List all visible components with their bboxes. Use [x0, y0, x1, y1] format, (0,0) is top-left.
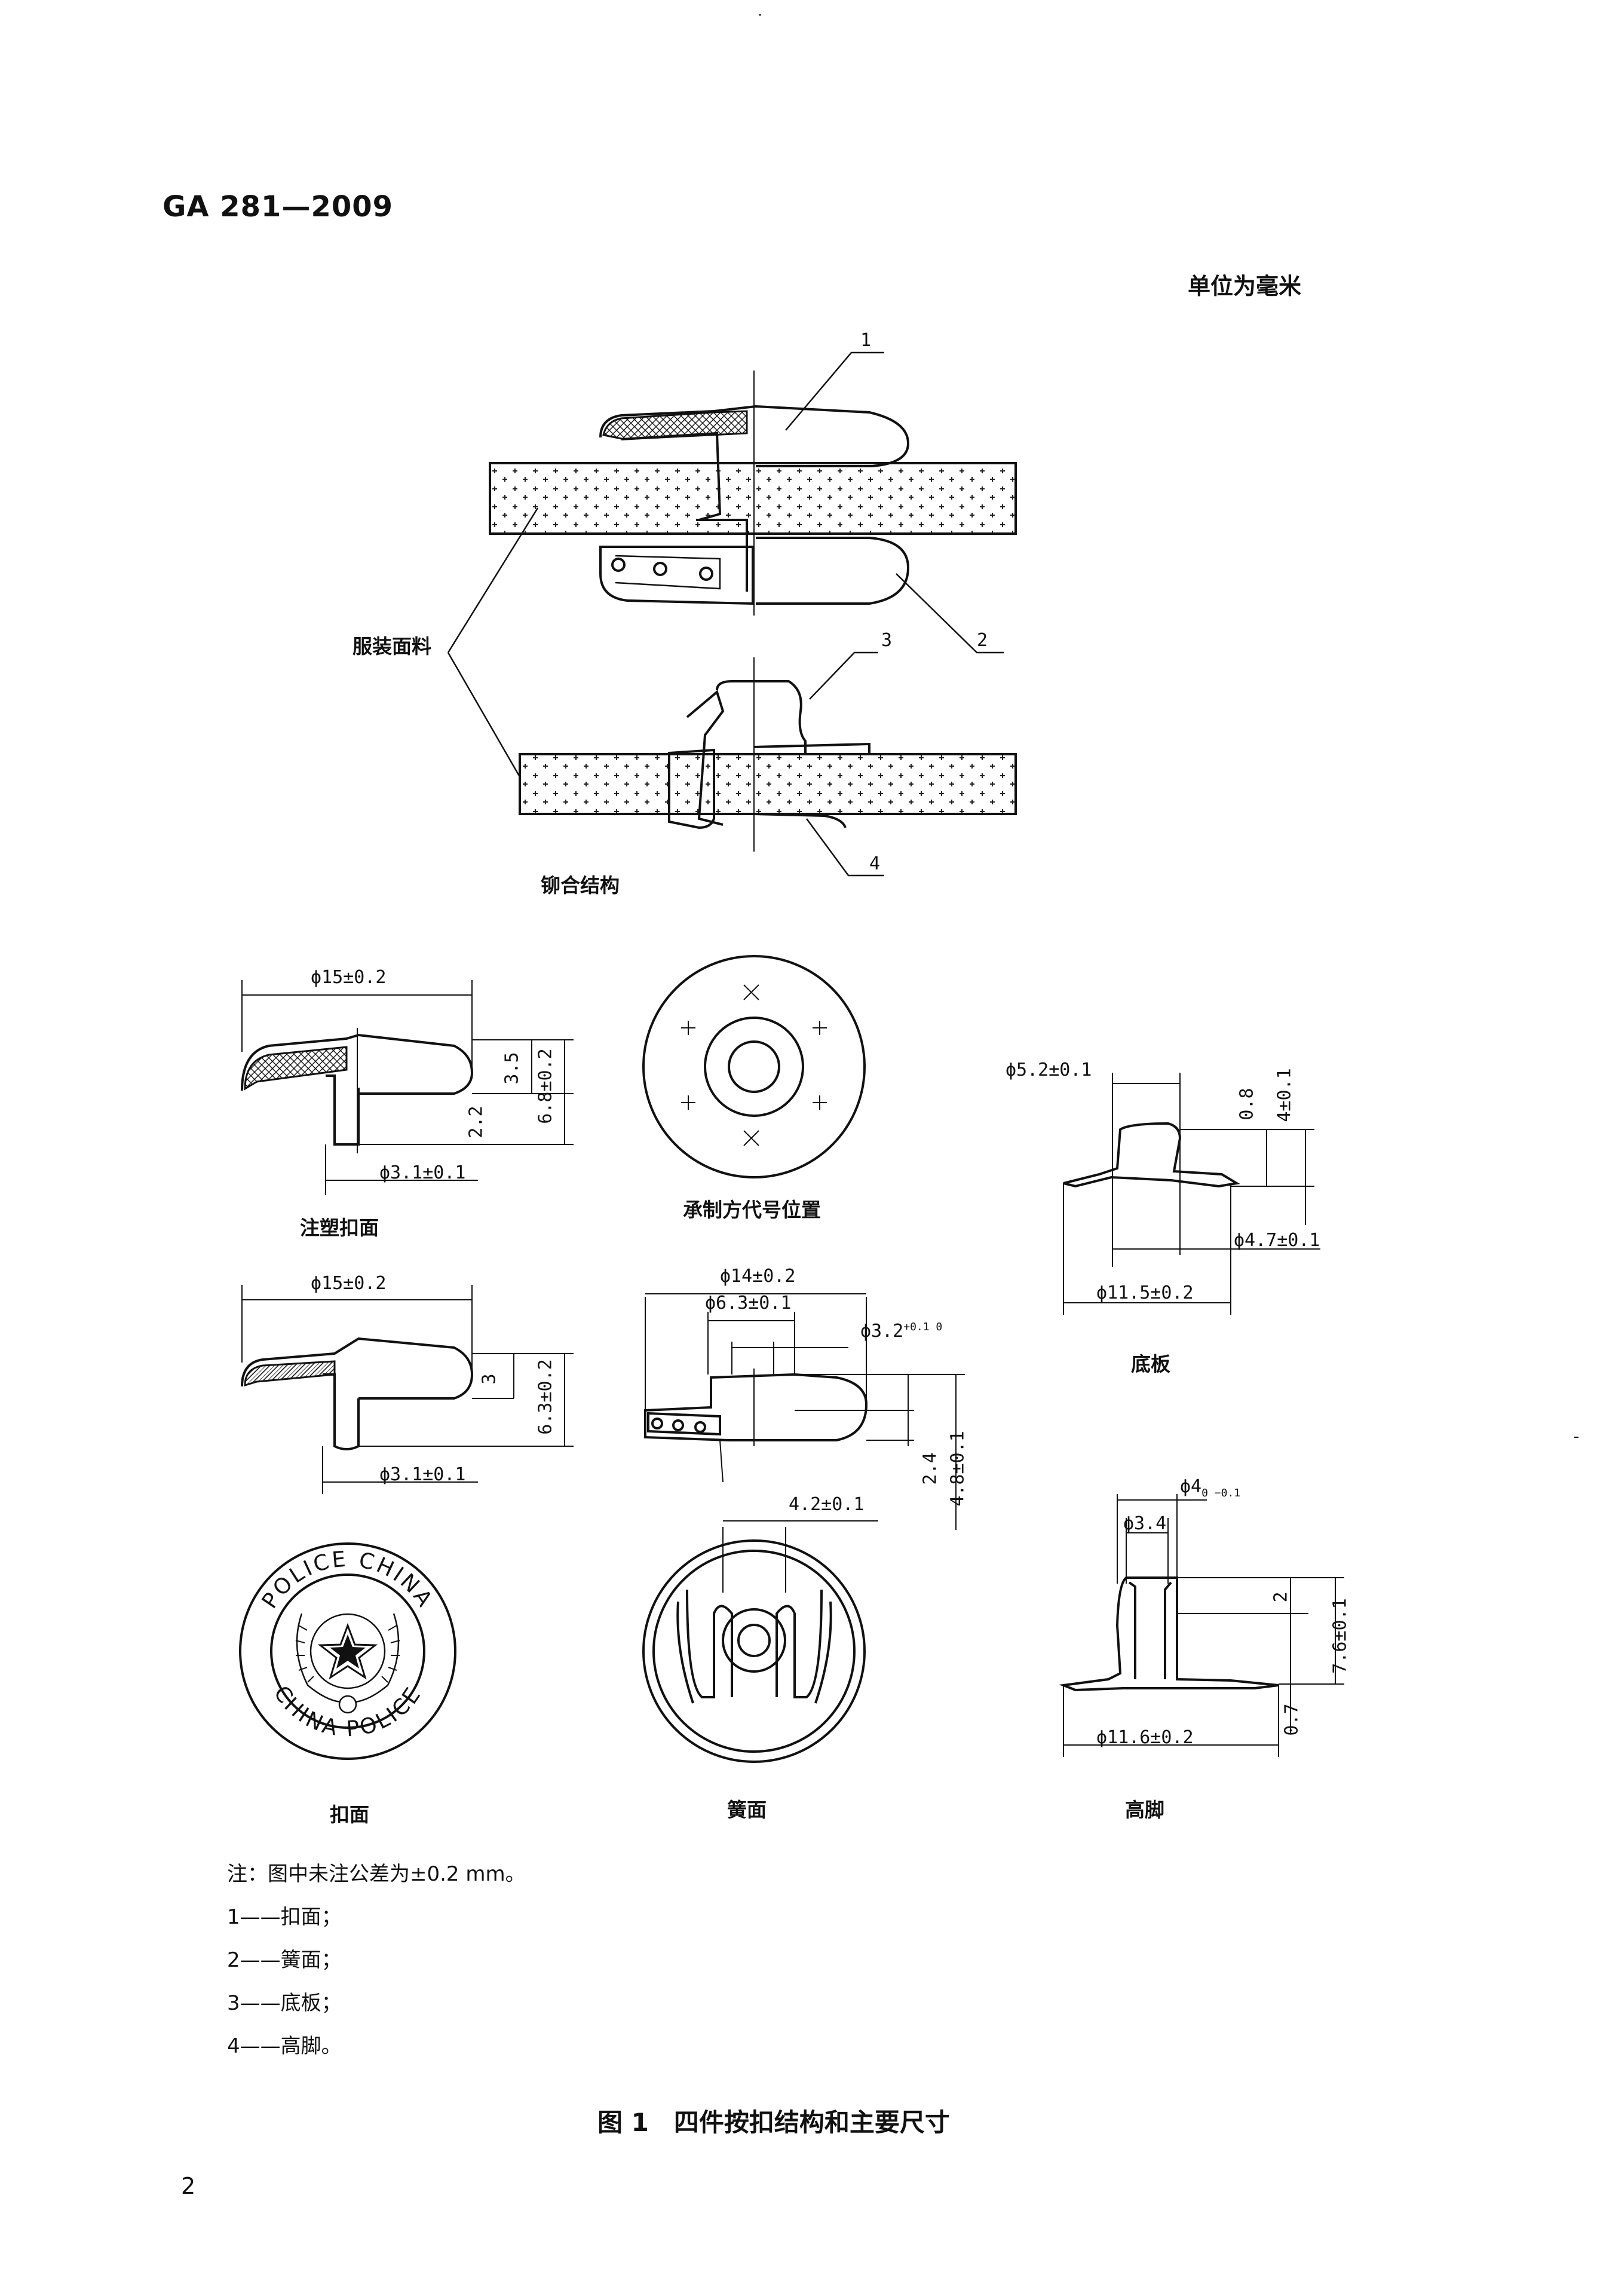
- dim-base-h2: 4±0.1: [1274, 1068, 1295, 1122]
- dim-base-top: ϕ5.2±0.1: [1006, 1060, 1092, 1080]
- dim-post-diameter: ϕ11.6±0.2: [1096, 1727, 1194, 1748]
- legend-item-3: 3——底板；: [227, 1991, 342, 2015]
- dim-spring-total: 4.8±0.1: [947, 1431, 968, 1507]
- dim-metal-post: ϕ3.1±0.1: [379, 1464, 466, 1485]
- ring-text-bottom: CHINA POLICE: [269, 1682, 427, 1742]
- dim-molded-post: ϕ3.1±0.1: [379, 1162, 466, 1183]
- dim-spring-diameter: ϕ14±0.2: [720, 1266, 796, 1287]
- molded-cap-caption: 注塑扣面: [300, 1216, 379, 1239]
- metal-cap-drawing: [241, 1285, 574, 1494]
- callout-2: 2: [977, 630, 988, 651]
- standard-code: GA 281—2009: [163, 190, 394, 224]
- dim-molded-diameter: ϕ15±0.2: [311, 967, 387, 988]
- dim-spring-inner: ϕ6.3±0.1: [705, 1293, 792, 1314]
- dim-post-top-tolerance: 0 −0.1: [1201, 1487, 1241, 1499]
- dim-base-mid: ϕ4.7±0.1: [1234, 1230, 1320, 1251]
- marking-caption: 承制方代号位置: [683, 1198, 821, 1222]
- dim-post-h1: 2: [1270, 1591, 1292, 1603]
- page-number: 2: [181, 2173, 196, 2199]
- fabric-label: 服装面料: [352, 635, 431, 658]
- assembly-bottom-view: [519, 651, 1017, 877]
- dim-post-top: ϕ40 −0.1: [1180, 1476, 1241, 1499]
- fabric-layer-top: [489, 462, 1017, 535]
- rivet-structure-label: 铆合结构: [541, 874, 620, 897]
- legend-item-1: 1——扣面；: [227, 1905, 342, 1929]
- callout-1: 1: [860, 330, 872, 351]
- legend-item-4: 4——高脚。: [227, 2034, 342, 2058]
- callout-3: 3: [881, 630, 893, 651]
- dim-spring-h1: 2.4: [919, 1452, 941, 1485]
- spring-face-caption: 簧面: [727, 1798, 767, 1822]
- general-tolerance-note: 注：图中未注公差为±0.2 mm。: [227, 1862, 526, 1886]
- dim-molded-h1: 3.5: [501, 1052, 523, 1085]
- base-plate-drawing: [1063, 1073, 1320, 1315]
- assembly-top-view: [489, 351, 1017, 654]
- spring-face-drawing: [642, 1520, 878, 1763]
- fabric-layer-bottom: [519, 753, 1017, 815]
- dim-post-h2: 0.7: [1281, 1703, 1302, 1736]
- dim-spring-face-width: 4.2±0.1: [789, 1494, 865, 1515]
- dim-metal-diameter: ϕ15±0.2: [311, 1273, 387, 1294]
- dim-base-diameter: ϕ11.5±0.2: [1096, 1282, 1194, 1303]
- dim-post-inner: ϕ3.4: [1123, 1513, 1167, 1534]
- dim-metal-total: 6.3±0.2: [535, 1359, 556, 1435]
- dim-molded-h2: 2.2: [465, 1106, 487, 1138]
- cap-face-emblem: [239, 1542, 456, 1760]
- dim-metal-h1: 3: [479, 1373, 500, 1385]
- marking-position-drawing: [642, 955, 866, 1178]
- unit-note: 单位为毫米: [1188, 273, 1302, 299]
- dim-molded-total: 6.8±0.2: [535, 1048, 556, 1124]
- figure-caption: 图 1 四件按扣结构和主要尺寸: [597, 2108, 950, 2137]
- dim-spring-hole-tolerance: +0.1 0: [903, 1321, 943, 1333]
- dim-base-h1: 0.8: [1236, 1088, 1258, 1121]
- callout-4: 4: [869, 853, 881, 874]
- legend-item-2: 2——簧面；: [227, 1948, 342, 1972]
- spring-section-drawing: [644, 1293, 965, 1530]
- ring-text-top: POLICE CHINA: [258, 1547, 438, 1614]
- dim-post-total: 7.6±0.1: [1329, 1598, 1351, 1674]
- base-plate-caption: 底板: [1131, 1352, 1170, 1376]
- post-caption: 高脚: [1125, 1798, 1164, 1822]
- dim-spring-hole: ϕ3.2+0.1 0: [860, 1321, 943, 1342]
- molded-cap-drawing: [241, 980, 574, 1195]
- cap-face-caption: 扣面: [330, 1803, 369, 1826]
- post-drawing: [1059, 1494, 1344, 1757]
